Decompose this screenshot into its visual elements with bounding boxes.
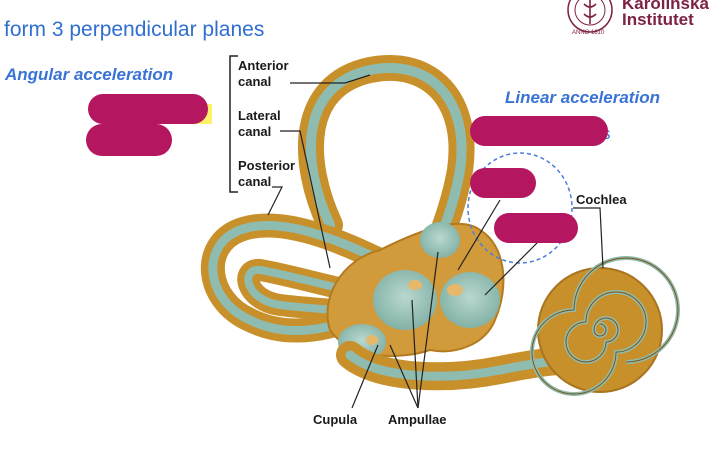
slide-title: form 3 perpendicular planes xyxy=(4,18,265,41)
leader-lines xyxy=(267,74,604,409)
label-line: canal xyxy=(238,124,272,139)
cochlea-label: Cochlea xyxy=(576,192,627,207)
anterior-canal xyxy=(297,55,475,253)
anterior-canal-label: Anterior canal xyxy=(238,58,289,90)
label-line: Anterior xyxy=(238,58,289,73)
redaction-blob xyxy=(470,116,608,146)
logo-line2: Institutet xyxy=(622,10,694,29)
label-line: Lateral xyxy=(238,108,281,123)
label-line: Posterior xyxy=(238,158,296,173)
redaction-blob xyxy=(86,124,172,156)
angular-acceleration-label: Angular acceleration xyxy=(5,65,174,84)
logo-line1: Karolinska xyxy=(622,0,709,13)
lateral-canal-label: Lateral canal xyxy=(238,108,281,140)
label-line: canal xyxy=(238,174,272,189)
vestibule xyxy=(326,222,505,360)
cupula-label: Cupula xyxy=(313,412,358,427)
seal-icon: ANNO 1810 xyxy=(567,0,613,36)
otolith-highlight-circle xyxy=(467,152,573,264)
redaction-blob xyxy=(494,213,578,243)
svg-text:ANNO 1810: ANNO 1810 xyxy=(572,30,605,36)
redaction-blob xyxy=(470,168,536,198)
institution-logo: ANNO 1810 Karolinska Institutet xyxy=(560,0,718,38)
cochlea xyxy=(530,256,680,396)
posterior-canal-label: Posterior canal xyxy=(238,158,295,190)
ampullae-label: Ampullae xyxy=(388,412,447,427)
linear-acceleration-label: Linear acceleration xyxy=(505,88,660,107)
label-line: canal xyxy=(238,74,272,89)
canals-bracket xyxy=(229,55,238,193)
redaction-blob xyxy=(88,94,208,124)
posterior-canal xyxy=(200,213,402,343)
